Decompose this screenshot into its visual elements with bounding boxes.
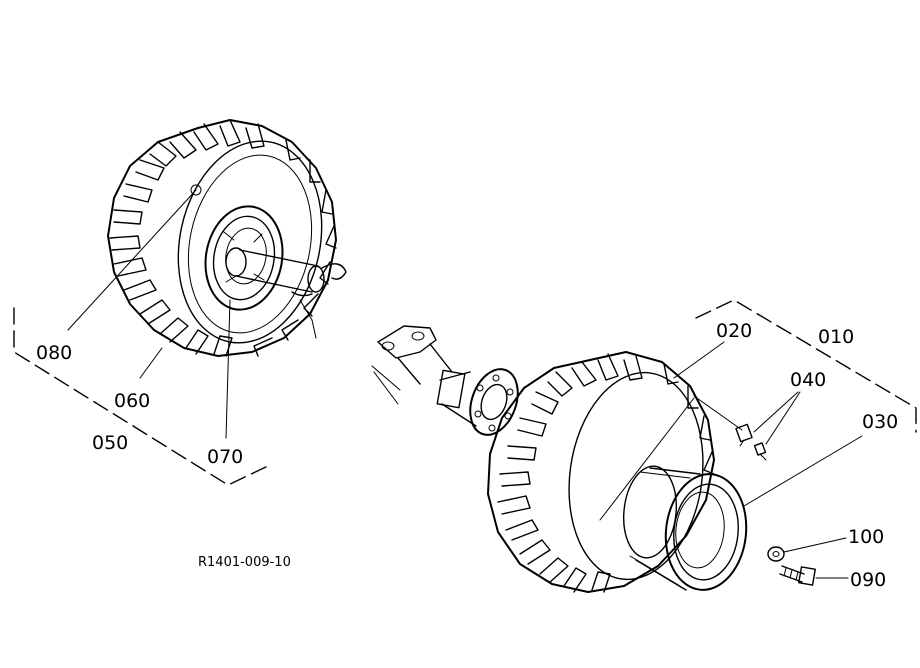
callout-050: 050 [92, 432, 128, 454]
leader-080 [67, 189, 197, 331]
right-wheel-assembly [487, 299, 917, 593]
leader-100 [783, 537, 847, 553]
right-tire [487, 351, 715, 593]
drawing-code: R1401-009-10 [198, 555, 291, 570]
callout-030: 030 [862, 411, 898, 433]
assembly-bracket-010 [695, 299, 917, 433]
leader-060 [139, 347, 163, 379]
left-axle [225, 247, 347, 339]
washer-and-bolt [767, 546, 816, 586]
callout-020: 020 [716, 320, 752, 342]
leader-040a [753, 391, 799, 433]
right-rim [622, 465, 748, 591]
callout-080: 080 [36, 342, 72, 364]
callout-010: 010 [818, 326, 854, 348]
assembly-bracket-050 [13, 307, 269, 486]
left-tire [107, 119, 337, 357]
leader-030 [743, 435, 863, 507]
callout-090: 090 [850, 569, 886, 591]
leader-020 [673, 341, 743, 431]
left-wheel-assembly [13, 119, 347, 486]
left-rim [204, 205, 284, 311]
callout-060: 060 [114, 390, 150, 412]
leader-070 [225, 299, 231, 439]
callout-070: 070 [207, 446, 243, 468]
callout-040: 040 [790, 369, 826, 391]
leader-040b [765, 391, 801, 445]
valve-parts [735, 423, 767, 461]
axle-hub-assembly [371, 325, 519, 436]
callout-100: 100 [848, 526, 884, 548]
leader-020-inner [599, 397, 695, 521]
